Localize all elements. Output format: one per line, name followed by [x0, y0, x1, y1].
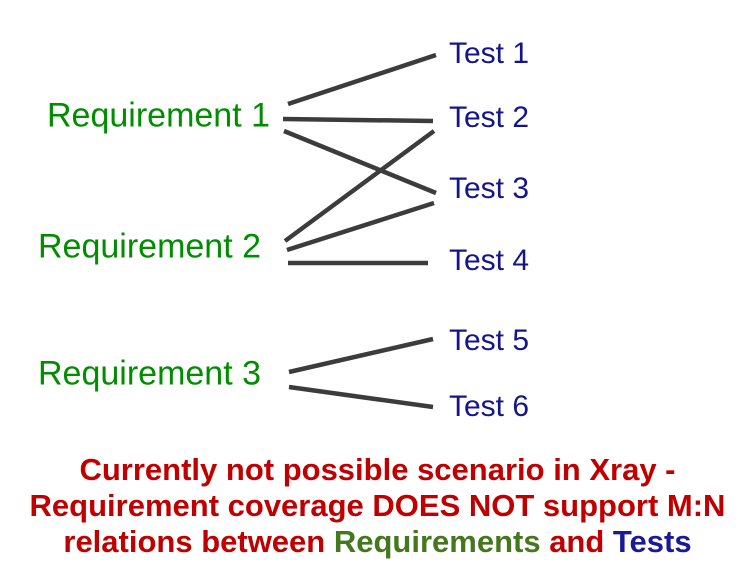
caption-line-3-text-requirements: Requirements [333, 524, 541, 559]
edge-requirement-3-test-5 [288, 336, 434, 375]
requirement-3-label: Requirement 3 [38, 354, 262, 393]
caption-line-3-text-and: and [540, 524, 613, 559]
edge-requirement-2-test-2 [283, 129, 436, 243]
caption: Currently not possible scenario in Xray … [0, 452, 755, 560]
edge-requirement-1-test-1 [287, 52, 437, 107]
test-6-label: Test 6 [449, 389, 530, 423]
caption-line-3-text-tests: Tests [612, 524, 692, 559]
requirement-2-label: Requirement 2 [38, 227, 262, 266]
edge-requirement-3-test-6 [288, 384, 434, 410]
test-3-label: Test 3 [449, 171, 530, 205]
requirement-1-label: Requirement 1 [47, 96, 271, 135]
edge-requirement-1-test-3 [283, 128, 437, 196]
caption-line-1: Currently not possible scenario in Xray … [79, 452, 676, 487]
test-1-label: Test 1 [449, 36, 530, 70]
edge-requirement-2-test-3 [286, 200, 435, 253]
test-5-label: Test 5 [449, 323, 530, 357]
test-4-label: Test 4 [449, 243, 530, 277]
caption-line-3: relations between Requirements and Tests [0, 524, 755, 560]
caption-line-2: Requirement coverage DOES NOT support M:… [29, 488, 726, 523]
edge-requirement-1-test-2 [282, 116, 434, 124]
test-2-label: Test 2 [449, 100, 530, 134]
caption-line-3-text-relations-between: relations between [63, 524, 334, 559]
